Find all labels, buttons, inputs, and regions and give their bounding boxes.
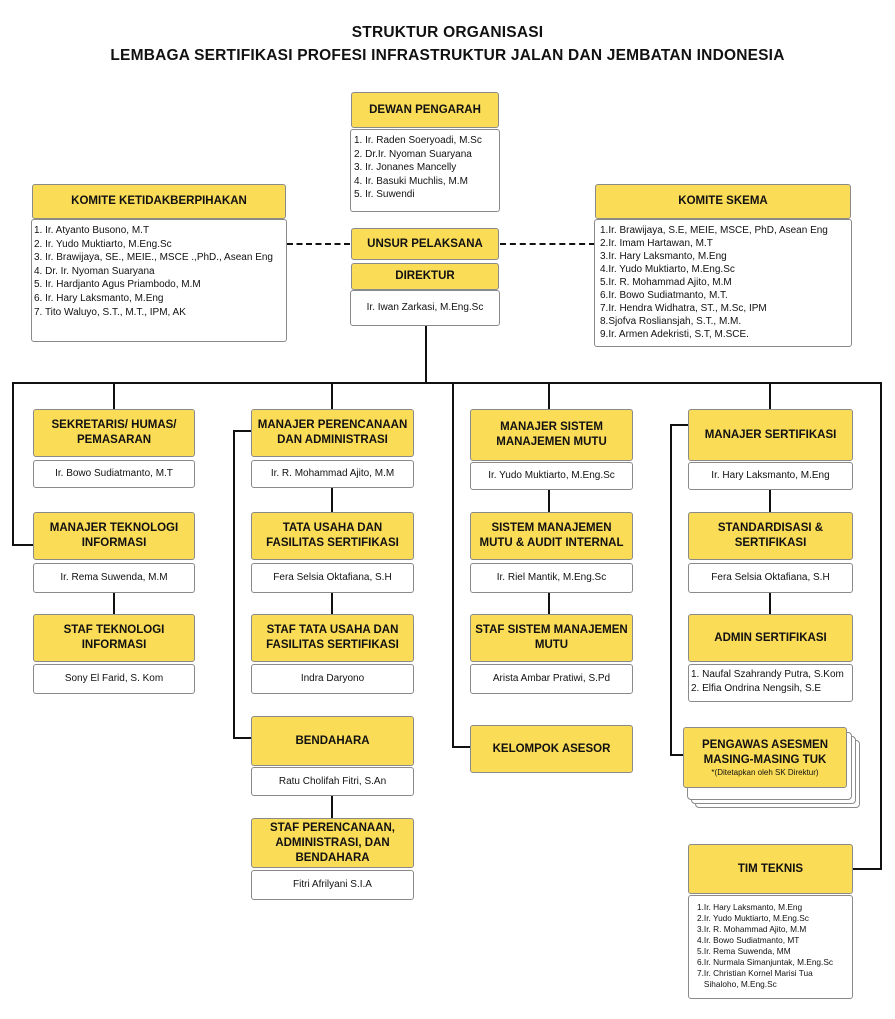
- member-item: 8.Sjofva Rosliansjah, S.T., M.M.: [600, 316, 742, 327]
- komite-ketidakberpihakan-members: 1. Ir. Atyanto Busono, M.T 2. Ir. Yudo M…: [31, 219, 287, 342]
- member-item: 4. Ir. Basuki Muchlis, M.M: [354, 175, 468, 187]
- staf-smm-name: Arista Ambar Pratiwi, S.Pd: [470, 664, 633, 694]
- manajer-perencanaan-header: MANAJER PERENCANAAN DAN ADMINISTRASI: [251, 409, 414, 457]
- member-item: 3.Ir. R. Mohammad Ajito, M.M: [697, 924, 807, 934]
- member-item: 5. Ir. Suwendi: [354, 189, 415, 201]
- manajer-smm-name: Ir. Yudo Muktiarto, M.Eng.Sc: [470, 462, 633, 490]
- pengawas-asesmen-note: *(Ditetapkan oleh SK Direktur): [711, 767, 819, 777]
- staf-perencanaan-name: Fitri Afrilyani S.I.A: [251, 870, 414, 900]
- dewan-pengarah-members: 1. Ir. Raden Soeryoadi, M.Sc 2. Dr.Ir. N…: [350, 129, 500, 212]
- member-item: 1.Ir. Brawijaya, S.E, MEIE, MSCE, PhD, A…: [600, 225, 828, 236]
- member-item: 3. Ir. Brawijaya, SE., MEIE., MSCE .,PhD…: [34, 252, 273, 264]
- manajer-ti-name: Ir. Rema Suwenda, M.M: [33, 563, 195, 593]
- admin-sertifikasi-header: ADMIN SERTIFIKASI: [688, 614, 853, 662]
- direktur-header: DIREKTUR: [351, 263, 499, 290]
- member-item: 5.Ir. Rema Suwenda, MM: [697, 946, 791, 956]
- dewan-pengarah-header: DEWAN PENGARAH: [351, 92, 499, 128]
- member-item: 6.Ir. Nurmala Simanjuntak, M.Eng.Sc: [697, 957, 834, 967]
- sekretaris-name: Ir. Bowo Sudiatmanto, M.T: [33, 460, 195, 488]
- member-item: 4.Ir. Bowo Sudiatmanto, MT: [697, 935, 800, 945]
- manajer-sertifikasi-header: MANAJER SERTIFIKASI: [688, 409, 853, 461]
- member-item: 3. Ir. Jonanes Mancelly: [354, 162, 457, 174]
- sekretaris-header: SEKRETARIS/ HUMAS/ PEMASARAN: [33, 409, 195, 457]
- member-item: 4.Ir. Yudo Muktiarto, M.Eng.Sc: [600, 264, 735, 275]
- komite-skema-header: KOMITE SKEMA: [595, 184, 851, 219]
- member-item: 2. Elfia Ondrina Nengsih, S.E: [691, 682, 822, 694]
- direktur-name: Ir. Iwan Zarkasi, M.Eng.Sc: [350, 290, 500, 326]
- bendahara-header: BENDAHARA: [251, 716, 414, 766]
- tata-usaha-name: Fera Selsia Oktafiana, S.H: [251, 563, 414, 593]
- member-item: 7. Tito Waluyo, S.T., M.T., IPM, AK: [34, 306, 186, 318]
- chart-title-line2: LEMBAGA SERTIFIKASI PROFESI INFRASTRUKTU…: [110, 47, 785, 64]
- tim-teknis-header: TIM TEKNIS: [688, 844, 853, 894]
- member-item: 1. Ir. Raden Soeryoadi, M.Sc: [354, 135, 482, 146]
- manajer-sertifikasi-name: Ir. Hary Laksmanto, M.Eng: [688, 462, 853, 490]
- tim-teknis-members: 1.Ir. Hary Laksmanto, M.Eng 2.Ir. Yudo M…: [688, 895, 853, 999]
- member-item: 6. Ir. Hary Laksmanto, M.Eng: [34, 292, 164, 304]
- member-item: 2.Ir. Yudo Muktiarto, M.Eng.Sc: [697, 913, 809, 923]
- tata-usaha-header: TATA USAHA DAN FASILITAS SERTIFIKASI: [251, 512, 414, 560]
- manajer-perencanaan-name: Ir. R. Mohammad Ajito, M.M: [251, 460, 414, 488]
- pengawas-asesmen-label: PENGAWAS ASESMEN MASING-MASING TUK: [701, 738, 829, 766]
- member-item: 1. Naufal Szahrandy Putra, S.Kom: [691, 669, 844, 680]
- kelompok-asesor-header: KELOMPOK ASESOR: [470, 725, 633, 773]
- pengawas-asesmen-header: PENGAWAS ASESMEN MASING-MASING TUK *(Dit…: [683, 727, 847, 788]
- manajer-smm-header: MANAJER SISTEM MANAJEMEN MUTU: [470, 409, 633, 461]
- staf-tata-usaha-header: STAF TATA USAHA DAN FASILITAS SERTIFIKAS…: [251, 614, 414, 662]
- member-item: 1.Ir. Hary Laksmanto, M.Eng: [697, 902, 803, 912]
- staf-perencanaan-header: STAF PERENCANAAN, ADMINISTRASI, DAN BEND…: [251, 818, 414, 868]
- member-item: 4. Dr. Ir. Nyoman Suaryana: [34, 265, 155, 277]
- member-item: 2. Dr.Ir. Nyoman Suaryana: [354, 148, 472, 160]
- member-item: 3.Ir. Hary Laksmanto, M.Eng: [600, 251, 727, 262]
- standardisasi-header: STANDARDISASI & SERTIFIKASI: [688, 512, 853, 560]
- member-item: 7.Ir. Christian Kornel Marisi Tua: [697, 968, 813, 978]
- komite-ketidakberpihakan-header: KOMITE KETIDAKBERPIHAKAN: [32, 184, 286, 219]
- member-item: Sihaloho, M.Eng.Sc: [697, 979, 777, 989]
- chart-title-line1: STRUKTUR ORGANISASI: [351, 24, 544, 41]
- smm-audit-header: SISTEM MANAJEMEN MUTU & AUDIT INTERNAL: [470, 512, 633, 560]
- member-item: 1. Ir. Atyanto Busono, M.T: [34, 225, 150, 236]
- smm-audit-name: Ir. Riel Mantik, M.Eng.Sc: [470, 563, 633, 593]
- manajer-ti-header: MANAJER TEKNOLOGI INFORMASI: [33, 512, 195, 560]
- bendahara-name: Ratu Cholifah Fitri, S.An: [251, 767, 414, 796]
- member-item: 5.Ir. R. Mohammad Ajito, M.M: [600, 277, 732, 288]
- member-item: 6.Ir. Bowo Sudiatmanto, M.T.: [600, 290, 728, 301]
- unsur-pelaksana-header: UNSUR PELAKSANA: [351, 228, 499, 260]
- staf-tata-usaha-name: Indra Daryono: [251, 664, 414, 694]
- member-item: 2. Ir. Yudo Muktiarto, M.Eng.Sc: [34, 238, 172, 250]
- admin-sertifikasi-members: 1. Naufal Szahrandy Putra, S.Kom 2. Elfi…: [688, 664, 853, 702]
- staf-ti-header: STAF TEKNOLOGI INFORMASI: [33, 614, 195, 662]
- member-item: 2.Ir. Imam Hartawan, M.T: [600, 238, 713, 249]
- staf-ti-name: Sony El Farid, S. Kom: [33, 664, 195, 694]
- komite-skema-members: 1.Ir. Brawijaya, S.E, MEIE, MSCE, PhD, A…: [594, 219, 852, 347]
- member-item: 5. Ir. Hardjanto Agus Priambodo, M.M: [34, 279, 201, 291]
- staf-smm-header: STAF SISTEM MANAJEMEN MUTU: [470, 614, 633, 662]
- member-item: 9.Ir. Armen Adekristi, S.T, M.SCE.: [600, 329, 749, 340]
- standardisasi-name: Fera Selsia Oktafiana, S.H: [688, 563, 853, 593]
- member-item: 7.Ir. Hendra Widhatra, ST., M.Sc, IPM: [600, 303, 767, 314]
